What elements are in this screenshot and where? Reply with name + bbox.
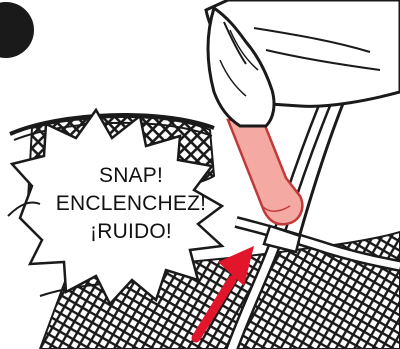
hand-illustration — [206, 0, 400, 126]
callout-line-enclenchez: ENCLENCHEZ! — [40, 190, 222, 218]
callout-line-snap: SNAP! — [40, 162, 222, 190]
callout-line-ruido: ¡RUIDO! — [40, 218, 222, 246]
pull-strap — [228, 118, 302, 224]
snap-callout-text: SNAP! ENCLENCHEZ! ¡RUIDO! — [40, 162, 222, 246]
